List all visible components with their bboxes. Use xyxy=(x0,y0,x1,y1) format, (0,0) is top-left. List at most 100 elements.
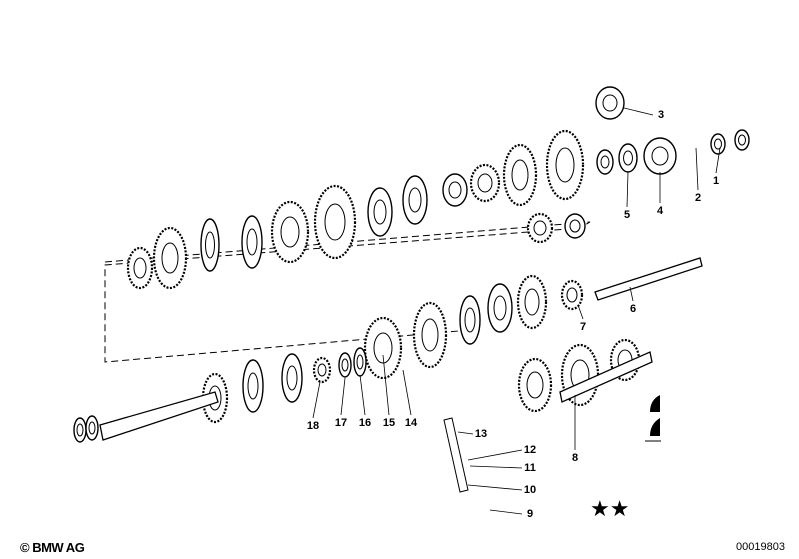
callout-13[interactable]: 13 xyxy=(474,428,488,440)
gear-part xyxy=(564,213,586,239)
gear-bore xyxy=(651,146,669,166)
leader-line xyxy=(359,374,366,416)
gear-bore xyxy=(247,372,259,400)
document-number: 00019803 xyxy=(736,541,785,553)
gear-part xyxy=(487,283,513,333)
gear-part xyxy=(313,184,357,260)
gear-part xyxy=(459,295,481,345)
leader-line xyxy=(626,171,629,208)
gear-part xyxy=(312,356,332,384)
gear-part xyxy=(200,218,220,272)
leader-line xyxy=(469,465,523,469)
callout-8[interactable]: 8 xyxy=(571,452,579,464)
gear-part xyxy=(402,175,428,225)
output-shaft xyxy=(594,257,703,301)
gear-bore xyxy=(714,138,722,150)
gear-part xyxy=(596,149,614,175)
callout-10[interactable]: 10 xyxy=(523,484,537,496)
gear-part xyxy=(618,143,638,173)
gear-bore xyxy=(373,332,393,364)
callout-2[interactable]: 2 xyxy=(694,192,702,204)
gear-bore xyxy=(448,181,462,199)
partial-symbol xyxy=(650,418,660,436)
gear-bore xyxy=(161,242,179,274)
gear-bore xyxy=(88,421,96,435)
leader-line xyxy=(467,449,523,461)
gear-part xyxy=(85,415,99,441)
gear-bore xyxy=(569,219,581,233)
leader-line xyxy=(402,369,412,416)
gear-bore xyxy=(511,159,529,191)
leader-line xyxy=(489,509,523,515)
gear-bore xyxy=(205,231,215,259)
callout-1[interactable]: 1 xyxy=(712,175,720,187)
callout-3[interactable]: 3 xyxy=(657,109,665,121)
gear-bore xyxy=(280,216,300,248)
gear-part xyxy=(545,129,585,201)
gear-bore xyxy=(526,371,544,399)
gear-part xyxy=(595,86,625,120)
gear-bore xyxy=(600,155,610,169)
star-marker: ★★ xyxy=(590,496,630,521)
gear-part xyxy=(338,352,352,378)
gear-bore xyxy=(246,228,258,256)
callout-4[interactable]: 4 xyxy=(656,205,664,217)
gear-bore xyxy=(602,94,618,112)
gear-bore xyxy=(524,288,540,316)
gear-part xyxy=(152,226,188,290)
gear-bore xyxy=(464,307,476,333)
selector-pin xyxy=(443,417,469,493)
gear-part xyxy=(281,353,303,403)
leader-line xyxy=(382,354,390,416)
callout-15[interactable]: 15 xyxy=(382,417,396,429)
gear-part xyxy=(73,417,87,443)
gear-part xyxy=(526,212,554,244)
callout-18[interactable]: 18 xyxy=(306,420,320,432)
gear-bore xyxy=(133,257,147,279)
gear-part xyxy=(270,200,310,264)
callout-7[interactable]: 7 xyxy=(579,321,587,333)
gear-part xyxy=(367,187,393,237)
gear-bore xyxy=(421,318,439,352)
copyright-label: © BMW AG xyxy=(20,540,85,555)
gear-bore xyxy=(477,173,493,193)
gear-bore xyxy=(341,358,349,372)
gear-part xyxy=(710,133,726,155)
countershaft xyxy=(559,351,653,403)
gear-bore xyxy=(533,220,547,236)
leader-line xyxy=(577,304,584,320)
callout-14[interactable]: 14 xyxy=(404,417,418,429)
gear-bore xyxy=(356,354,364,370)
gear-part xyxy=(469,163,501,203)
gear-part xyxy=(353,347,367,377)
leader-line xyxy=(467,484,523,491)
gear-bore xyxy=(76,423,84,437)
gear-part xyxy=(126,246,154,290)
gear-bore xyxy=(317,363,327,377)
leader-line xyxy=(695,147,699,191)
gear-part xyxy=(734,129,750,151)
callout-6[interactable]: 6 xyxy=(629,303,637,315)
leader-line xyxy=(715,147,721,174)
partial-symbol xyxy=(650,395,660,412)
leader-line xyxy=(623,107,654,116)
callout-11[interactable]: 11 xyxy=(524,462,536,474)
gear-bore xyxy=(408,187,422,213)
callout-9[interactable]: 9 xyxy=(526,508,534,520)
gear-bore xyxy=(373,199,387,225)
gear-part xyxy=(412,301,448,369)
gear-part xyxy=(643,137,677,175)
leader-line xyxy=(312,381,321,419)
gear-part xyxy=(560,279,584,311)
leader-line xyxy=(457,431,474,435)
callout-12[interactable]: 12 xyxy=(523,444,537,456)
callout-17[interactable]: 17 xyxy=(334,417,348,429)
gear-part xyxy=(502,143,538,207)
callout-5[interactable]: 5 xyxy=(623,209,631,221)
gear-part xyxy=(517,357,553,413)
gear-bore xyxy=(286,365,298,391)
leader-line xyxy=(629,286,634,302)
callout-16[interactable]: 16 xyxy=(358,417,372,429)
